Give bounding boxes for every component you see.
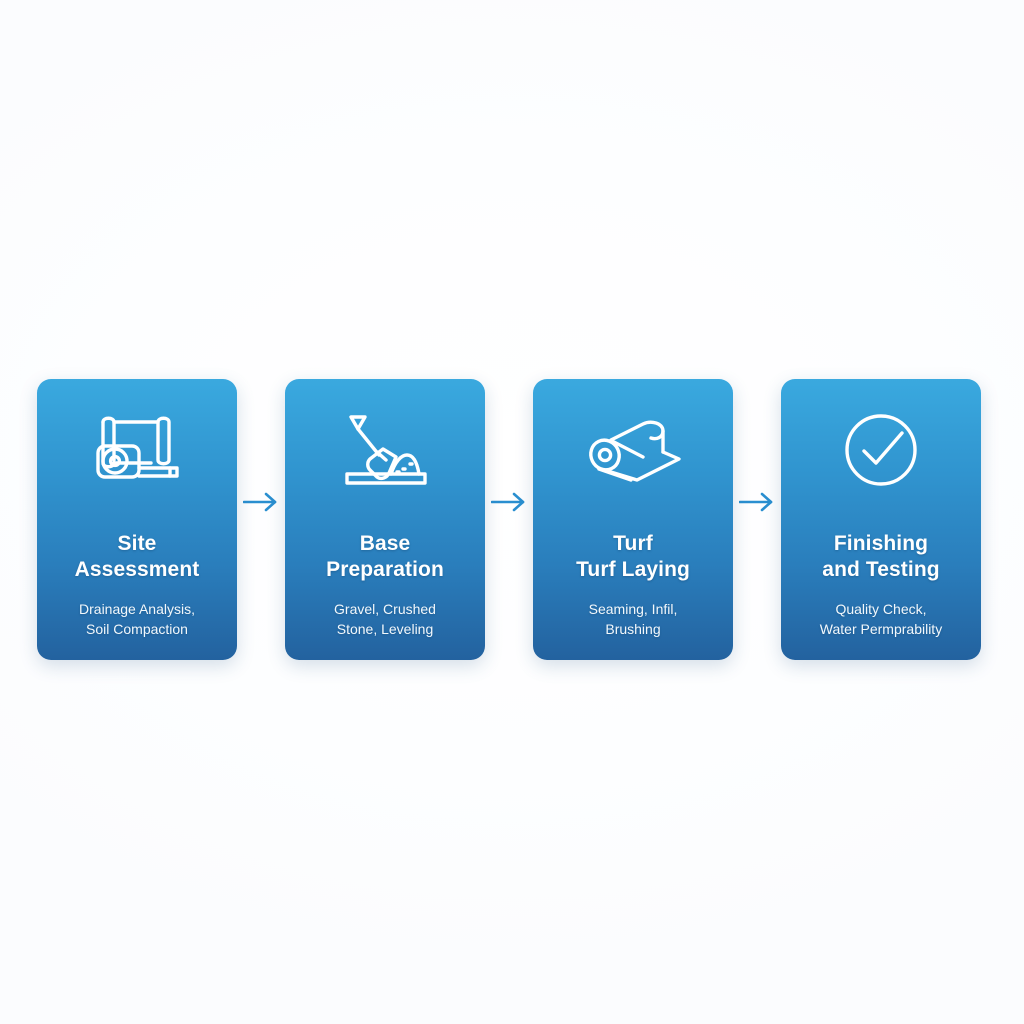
- process-flow-row: Site Assessment Drainage Analysis, Soil …: [37, 379, 981, 660]
- shovel-gravel-icon: [333, 411, 437, 489]
- connector-2: [485, 379, 533, 660]
- step-subtitle: Drainage Analysis, Soil Compaction: [79, 601, 195, 637]
- connector-1: [237, 379, 285, 660]
- arrow-right-icon: [243, 492, 277, 511]
- step-card-base-preparation[interactable]: Base Preparation Gravel, Crushed Stone, …: [285, 379, 485, 660]
- step-subtitle: Gravel, Crushed Stone, Leveling: [334, 601, 436, 637]
- turf-roll-icon: [581, 411, 685, 489]
- step-subtitle: Quality Check, Water Permprability: [819, 601, 943, 637]
- step-title: Finishing and Testing: [822, 532, 940, 581]
- step-title: Site Assessment: [74, 532, 200, 581]
- step-card-site-assessment[interactable]: Site Assessment Drainage Analysis, Soil …: [37, 379, 237, 660]
- step-title: Base Preparation: [326, 532, 444, 581]
- arrow-right-icon: [491, 492, 525, 511]
- step-card-turf-laying[interactable]: Turf Turf Laying Seaming, Infil, Brushin…: [533, 379, 733, 660]
- step-title: Turf Turf Laying: [576, 532, 690, 581]
- blueprint-tape-measure-icon: [85, 411, 189, 489]
- step-card-finishing-and-testing[interactable]: Finishing and Testing Quality Check, Wat…: [781, 379, 981, 660]
- connector-3: [733, 379, 781, 660]
- arrow-right-icon: [739, 492, 773, 511]
- step-subtitle: Seaming, Infil, Brushing: [588, 601, 678, 637]
- check-circle-icon: [829, 411, 933, 489]
